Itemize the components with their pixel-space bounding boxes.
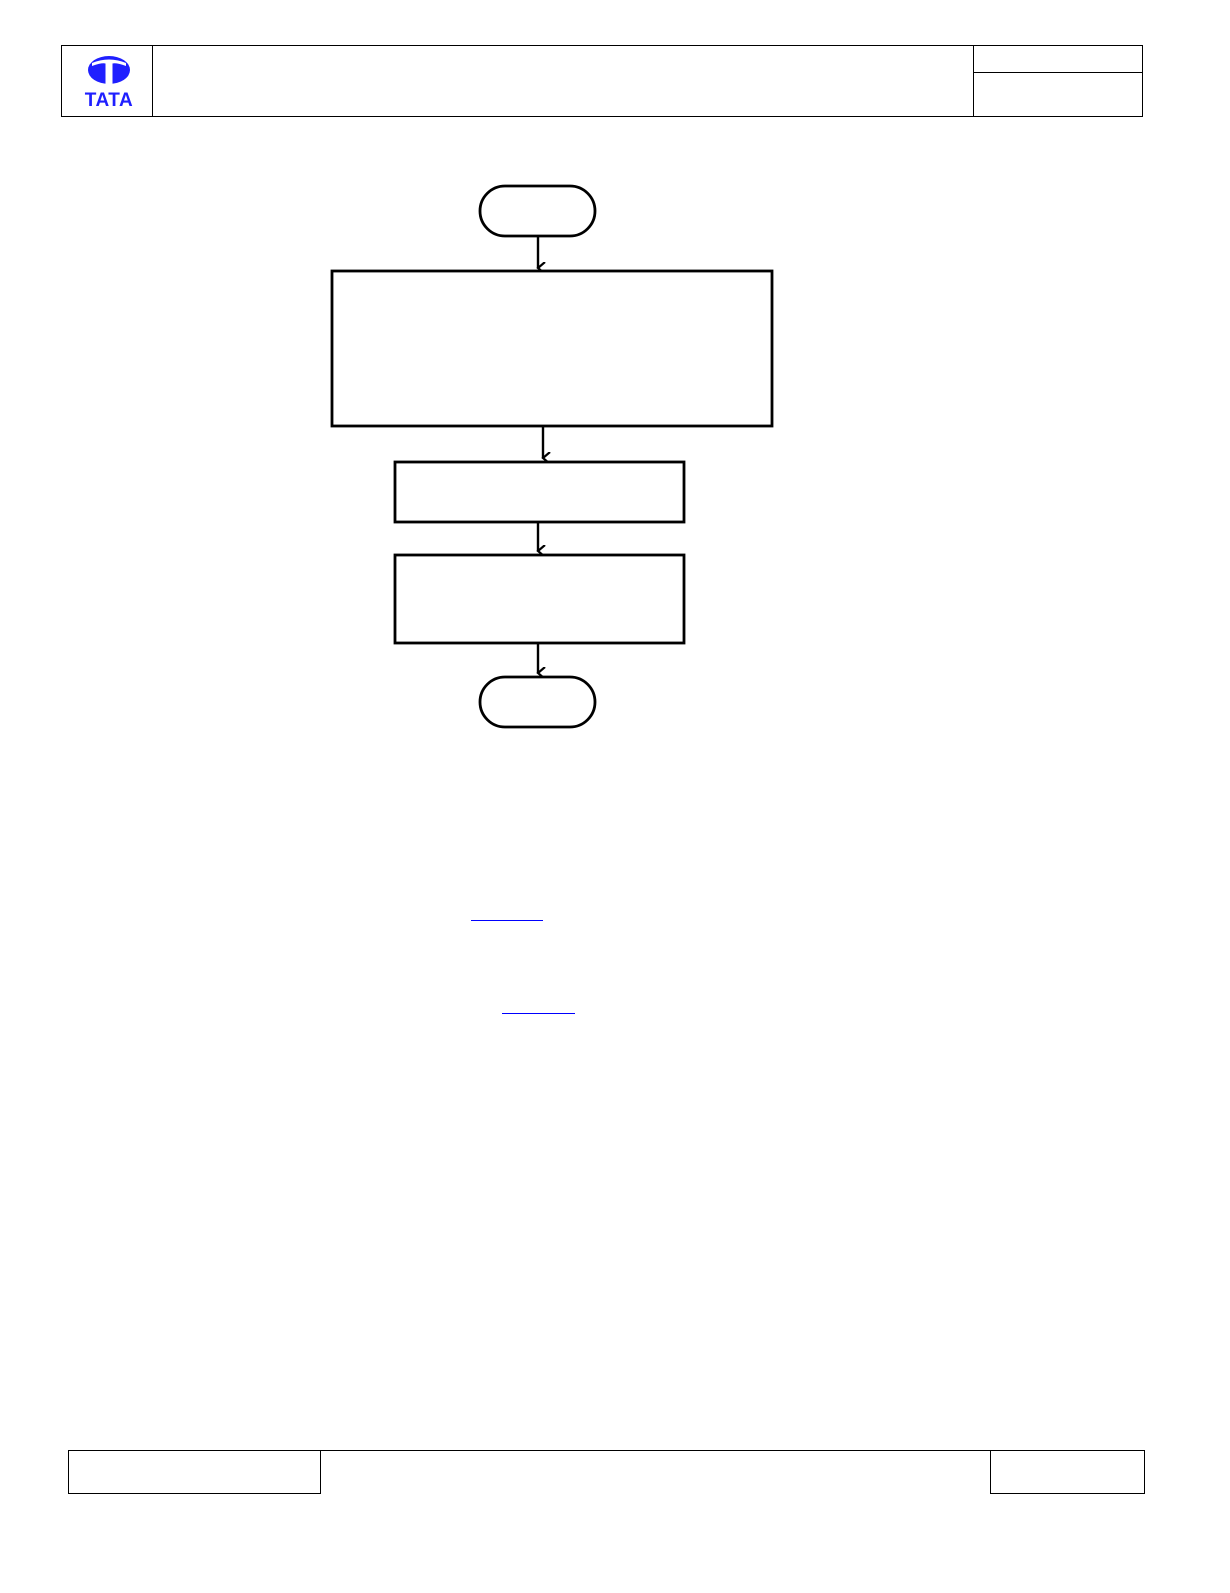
footer-left-cell — [68, 1450, 321, 1494]
logo-cell: TATA — [62, 46, 153, 116]
footer-right-cell — [990, 1450, 1145, 1494]
end-terminator — [478, 675, 597, 729]
flowchart — [330, 184, 774, 729]
process-step-3 — [393, 553, 686, 645]
tata-wordmark: TATA — [85, 90, 133, 111]
header-table: TATA — [61, 45, 1143, 117]
reference-link-2[interactable] — [502, 1011, 575, 1014]
process-step-1 — [330, 269, 774, 428]
header-doc-number-cell — [974, 46, 1142, 73]
reference-link-1[interactable] — [471, 918, 543, 921]
process-step-2 — [393, 460, 686, 524]
tata-logo: TATA — [85, 56, 133, 111]
start-terminator — [478, 184, 597, 238]
footer-middle-cell — [321, 1450, 991, 1494]
header-title-cell — [153, 46, 974, 116]
